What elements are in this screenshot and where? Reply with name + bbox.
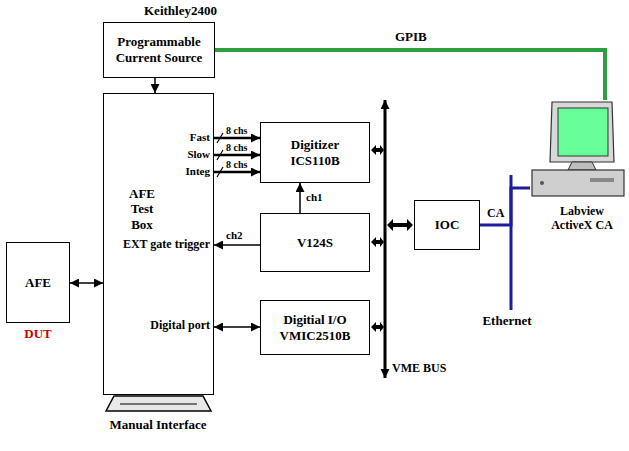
signal-arrow <box>70 282 103 284</box>
port-label: Digital port <box>150 319 210 333</box>
label-holder: Ethernet <box>407 314 607 329</box>
edge-label-holder: GPIB <box>395 30 427 45</box>
box-label: Digitial I/O VMIC2510B <box>270 312 360 343</box>
dut-box: AFE <box>6 242 70 323</box>
label-holder: Integ <box>186 165 210 178</box>
label-holder: Manual Interface <box>58 418 258 433</box>
vme-bus-line <box>384 100 387 378</box>
bus-arrow <box>214 154 260 157</box>
bus-label: VME BUS <box>392 362 446 376</box>
box-label: V124S <box>297 235 333 251</box>
heading-holder: Keithley2400 <box>144 3 217 19</box>
bus-port-arrow <box>371 237 384 247</box>
edge-label-holder: 8 chs <box>226 125 247 137</box>
instrument-box: Programmable Current SourceKeithley2400 <box>103 22 215 78</box>
box-label: Programmable Current Source <box>109 34 209 65</box>
connector-label: 8 chs <box>226 159 247 171</box>
box-label: IOC <box>435 217 460 233</box>
bus-port-arrow <box>371 145 384 155</box>
digital-bus-arrow <box>214 326 260 328</box>
bus-arrow <box>214 171 260 174</box>
heading-label: Keithley2400 <box>144 3 217 19</box>
port-label: EXT gate trigger <box>123 238 210 252</box>
label-holder: VME BUS <box>392 362 446 376</box>
digitizer-box: Digitizer ICS110B <box>260 122 370 183</box>
dut-tag: DUT <box>0 327 138 342</box>
gpib-cable <box>215 50 605 100</box>
label-holder: Fast <box>190 131 210 144</box>
edge-label-holder: CA <box>487 207 504 221</box>
box-label: AFE Test Box <box>122 186 162 233</box>
bus-arrow <box>214 137 260 140</box>
edge-label-holder: ch2 <box>226 229 243 242</box>
interface-label: Manual Interface <box>58 418 258 433</box>
connector-label: CA <box>487 207 504 221</box>
connector-label: 8 chs <box>226 142 247 154</box>
edge-label-holder: 8 chs <box>226 142 247 154</box>
label-holder: DUT <box>0 327 138 342</box>
box-label: AFE <box>25 275 51 291</box>
digital-io-box: Digitial I/O VMIC2510B <box>260 300 370 355</box>
network-label: Ethernet <box>407 314 607 329</box>
drive-slot <box>590 178 614 182</box>
computer-illustration <box>532 102 624 196</box>
channel-label: Slow <box>187 148 210 161</box>
monitor-screen <box>558 108 608 156</box>
timing-module-box: V124S <box>260 213 370 272</box>
channel-label: Fast <box>190 131 210 144</box>
manual-interface-connector <box>120 404 197 405</box>
trigger-arrow <box>214 244 260 246</box>
connector-label: GPIB <box>395 30 427 45</box>
monitor-stand <box>568 162 596 170</box>
trigger-arrow <box>299 183 301 213</box>
signal-arrow <box>154 78 156 93</box>
connector-label: 8 chs <box>226 125 247 137</box>
bus-port-arrow <box>371 322 384 332</box>
connector-label: ch2 <box>226 229 243 242</box>
edge-label-holder: 8 chs <box>226 159 247 171</box>
computer-case <box>532 170 624 196</box>
ioc-box: IOC <box>414 200 480 250</box>
edge-label-holder: ch1 <box>306 191 323 204</box>
box-label: Digitizer ICS110B <box>275 137 355 168</box>
power-light <box>540 181 544 185</box>
bus-port-arrow <box>387 219 413 231</box>
label-holder: Slow <box>187 148 210 161</box>
computer-workstation: Labview ActiveX CA <box>530 100 626 232</box>
box-label: Labview ActiveX CA <box>544 204 620 233</box>
channel-label: Integ <box>186 165 210 178</box>
connector-label: ch1 <box>306 191 323 204</box>
ethernet-cable <box>480 188 530 225</box>
label-holder: Digital port <box>150 319 210 333</box>
label-holder: EXT gate trigger <box>123 238 210 252</box>
manual-interface-connector <box>106 396 211 411</box>
monitor-body <box>550 102 614 162</box>
